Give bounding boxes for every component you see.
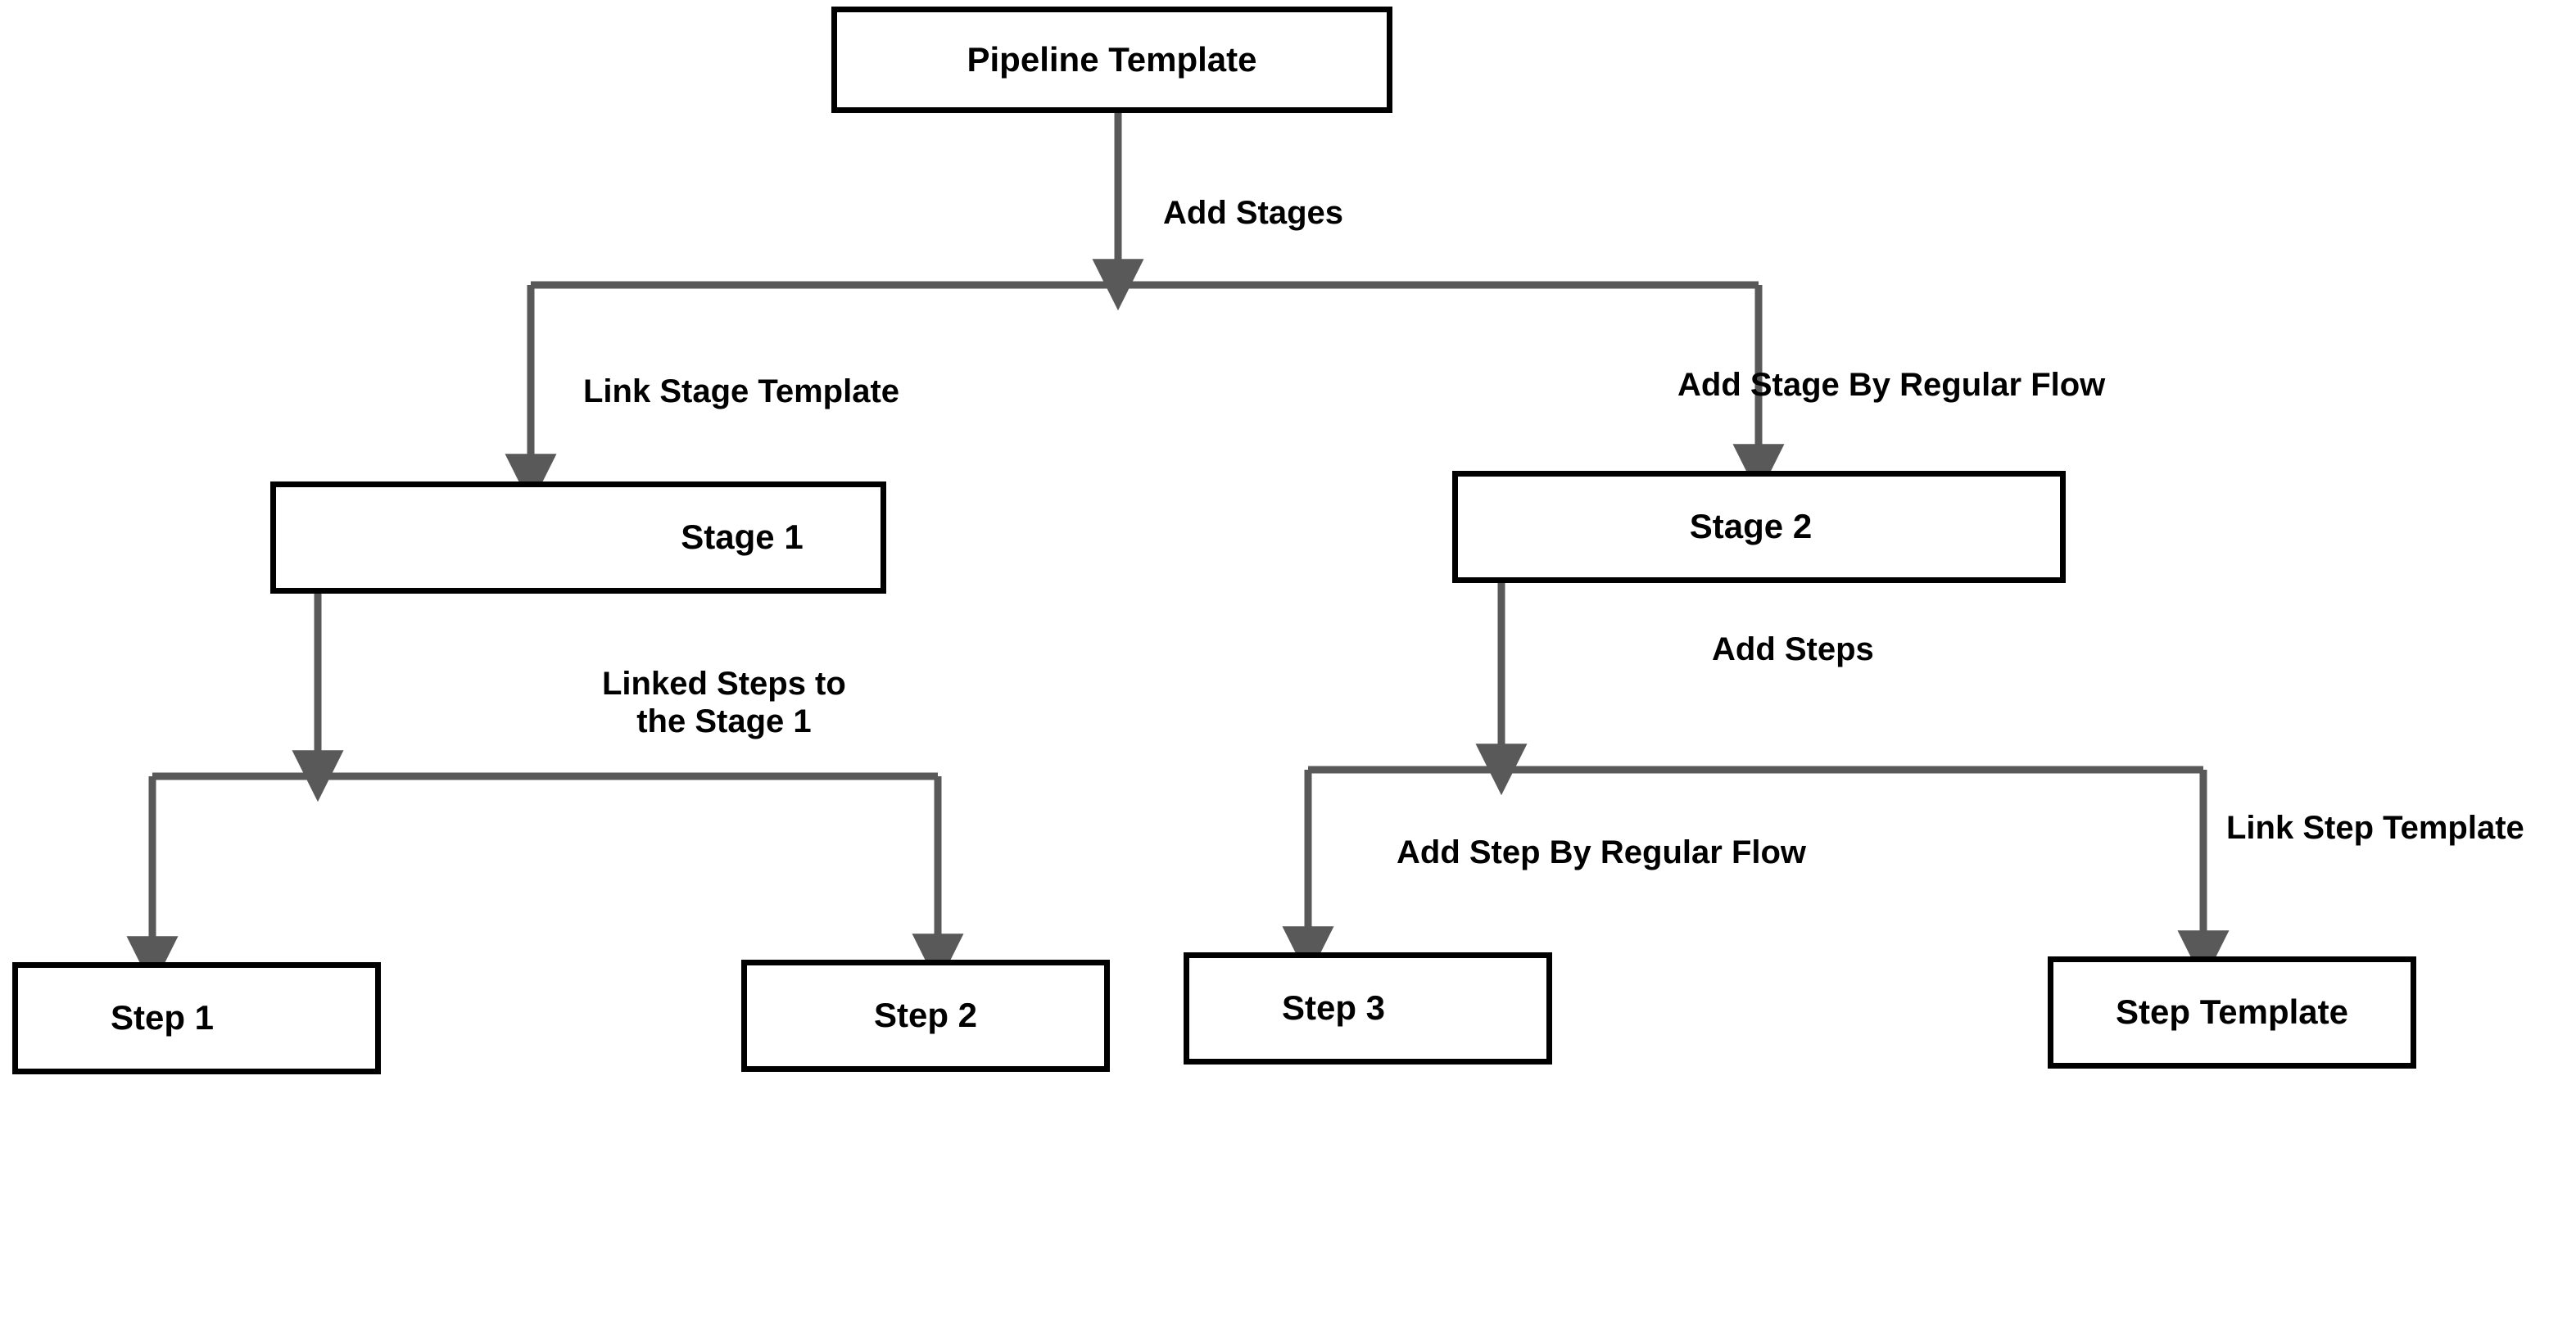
node-stage-1-label: Stage 1 [681, 518, 804, 557]
node-stage-1[interactable]: Stage 1 [270, 481, 886, 594]
node-step-1[interactable]: Step 1 [12, 962, 381, 1074]
node-step-template[interactable]: Step Template [2048, 956, 2416, 1069]
edge-stage-fork-bar [505, 281, 1785, 506]
edge-stage2-to-step-fork [1282, 583, 2230, 983]
edge-label-add-stages: Add Stages [1163, 195, 1344, 231]
edge-label-add-stage-by-regular-flow: Add Stage By Regular Flow [1677, 367, 2106, 403]
edge-label-link-step-template: Link Step Template [2226, 810, 2524, 846]
node-stage-2-label: Stage 2 [1689, 507, 1813, 546]
edge-label-add-steps: Add Steps [1712, 631, 1874, 667]
edge-label-link-stage-template: Link Stage Template [583, 373, 900, 409]
node-pipeline-template[interactable]: Pipeline Template [831, 7, 1392, 113]
edge-label-add-step-by-regular-flow: Add Step By Regular Flow [1397, 834, 1807, 870]
node-step-3[interactable]: Step 3 [1184, 952, 1552, 1065]
node-step-2[interactable]: Step 2 [741, 960, 1110, 1072]
node-step-3-label: Step 3 [1281, 988, 1386, 1028]
node-stage-2[interactable]: Stage 2 [1452, 471, 2066, 583]
node-step-2-label: Step 2 [873, 996, 978, 1035]
node-step-template-label: Step Template [2116, 992, 2348, 1032]
edge-stage1-to-step-fork [126, 594, 964, 988]
edge-label-linked-steps-to-the-stage-1: Linked Steps to the Stage 1 [602, 666, 846, 739]
node-step-1-label: Step 1 [110, 998, 215, 1037]
node-pipeline-template-label: Pipeline Template [967, 39, 1257, 79]
